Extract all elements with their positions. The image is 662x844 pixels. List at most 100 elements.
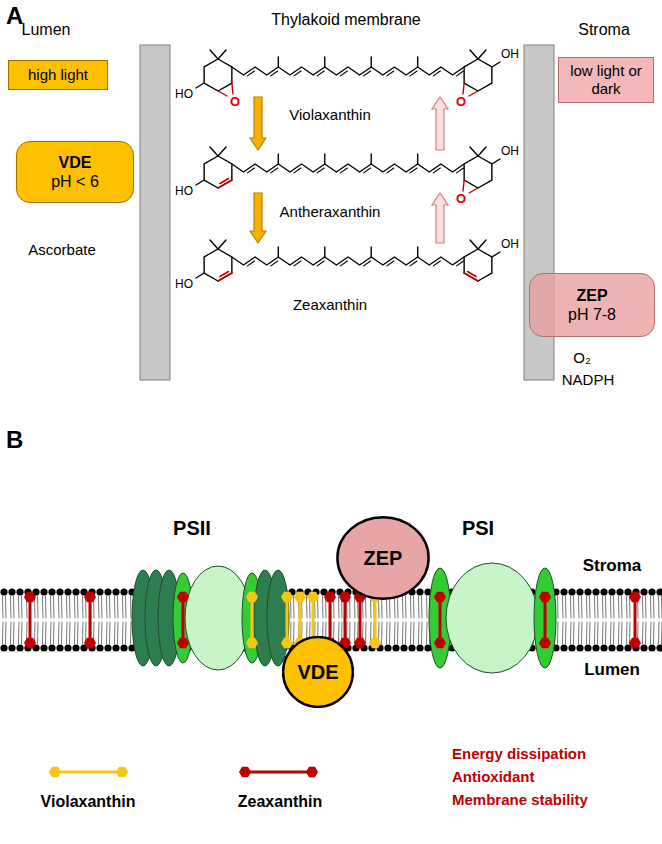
- node-text: pH < 6: [51, 172, 99, 191]
- lipid-tail: [114, 622, 116, 644]
- hydroxyl-bond: [492, 159, 500, 164]
- lipid-tail: [74, 596, 76, 618]
- lipid-tail: [602, 622, 604, 644]
- lipid-head: [16, 644, 23, 651]
- lipid-tail: [573, 596, 575, 618]
- node-title: ZEP: [364, 546, 403, 570]
- methyl: [210, 147, 218, 156]
- lipid-tail: [661, 596, 662, 618]
- double-bond: [294, 168, 301, 173]
- lipid-tail: [594, 622, 596, 644]
- lipid-tail: [42, 596, 44, 618]
- polyene-chain: [232, 257, 464, 265]
- lipid-tail: [365, 622, 367, 644]
- lipid-tail: [5, 622, 7, 644]
- lipid-tail: [98, 622, 100, 644]
- lipid-tail: [306, 596, 308, 618]
- methyl: [470, 147, 478, 156]
- ring: [464, 59, 492, 91]
- methyl: [417, 247, 418, 257]
- lipid-tail: [557, 596, 559, 618]
- node-title: low light or dark: [565, 62, 647, 98]
- lipid-tail: [426, 622, 428, 644]
- lipid-tail: [2, 622, 4, 644]
- lipid-head: [0, 588, 7, 595]
- lipid-tail: [405, 622, 407, 644]
- lipid-tail: [293, 596, 295, 618]
- lipid-tail: [602, 596, 604, 618]
- function-note: Energy dissipation: [452, 746, 586, 763]
- lipid-tail: [58, 596, 60, 618]
- lipid-tail: [586, 596, 588, 618]
- zeaxanthin-molecule: [182, 597, 185, 643]
- psi-core: [446, 563, 538, 673]
- lipid-head: [112, 644, 119, 651]
- lipid-head: [56, 644, 63, 651]
- lipid-tail: [338, 596, 340, 618]
- lipid-tail: [106, 622, 108, 644]
- lipid-tail: [53, 596, 55, 618]
- methyl: [324, 57, 325, 67]
- double-bond: [387, 261, 394, 266]
- lipid-tail: [426, 596, 428, 618]
- zeaxanthin-molecule-ring: [434, 592, 446, 602]
- double-bond: [317, 168, 324, 173]
- lipid-tail: [125, 596, 127, 618]
- lipid-head: [656, 644, 662, 651]
- text-box: ZEPpH 7-8: [529, 273, 655, 337]
- lipid-tail: [77, 596, 79, 618]
- carotenoid-structure: [196, 50, 500, 96]
- violaxanthin-molecule-ring: [294, 592, 306, 602]
- violaxanthin-molecule: [299, 597, 302, 643]
- hydroxyl-bond: [492, 252, 500, 257]
- epoxide-bond: [469, 91, 478, 96]
- double-bond: [410, 261, 417, 266]
- lipid-tail: [61, 622, 63, 644]
- lipid-tail: [21, 596, 23, 618]
- lipid-head: [112, 588, 119, 595]
- lipid-tail: [605, 596, 607, 618]
- lipid-tail: [605, 622, 607, 644]
- compartment-name: Lumen: [584, 661, 640, 680]
- zeaxanthin-molecule: [359, 597, 362, 643]
- methyl: [278, 57, 279, 67]
- epoxide-bond: [463, 83, 464, 94]
- lipid-tail: [130, 596, 132, 618]
- hydroxyl-label: OH: [501, 145, 519, 158]
- lipid-tail: [10, 622, 12, 644]
- lipid-head: [40, 644, 47, 651]
- lipid-head: [400, 644, 407, 651]
- lipid-head: [584, 588, 591, 595]
- lipid-tail: [101, 596, 103, 618]
- lipid-head: [584, 644, 591, 651]
- lipid-tail: [122, 622, 124, 644]
- complex-name: PSI: [462, 517, 494, 539]
- lipid-tail: [610, 622, 612, 644]
- epoxide-bond: [218, 91, 227, 96]
- legend-samples: [49, 767, 318, 777]
- lipid-tail: [410, 596, 412, 618]
- lipid-tail: [69, 596, 71, 618]
- zeaxanthin-molecule-ring: [177, 638, 189, 648]
- lipid-tail: [570, 622, 572, 644]
- lipid-tail: [594, 596, 596, 618]
- double-bond: [294, 261, 301, 266]
- legend-label: Violaxanthin: [41, 793, 136, 811]
- zeaxanthin-molecule-ring: [84, 638, 96, 648]
- lipid-head: [104, 644, 111, 651]
- lipid-tail: [658, 622, 660, 644]
- epoxide-bond: [469, 188, 478, 193]
- zeaxanthin-molecule-ring: [84, 592, 96, 602]
- lipid-head: [16, 588, 23, 595]
- lipid-tail: [74, 622, 76, 644]
- node-title: high light: [28, 66, 88, 84]
- lipid-head: [592, 644, 599, 651]
- text-box: low light or dark: [558, 57, 654, 103]
- lipid-tail: [413, 622, 415, 644]
- zeaxanthin-molecule-ring: [354, 638, 366, 648]
- lipid-tail: [589, 622, 591, 644]
- methyl: [210, 240, 218, 249]
- lipid-tail: [18, 596, 20, 618]
- lipid-tail: [618, 622, 620, 644]
